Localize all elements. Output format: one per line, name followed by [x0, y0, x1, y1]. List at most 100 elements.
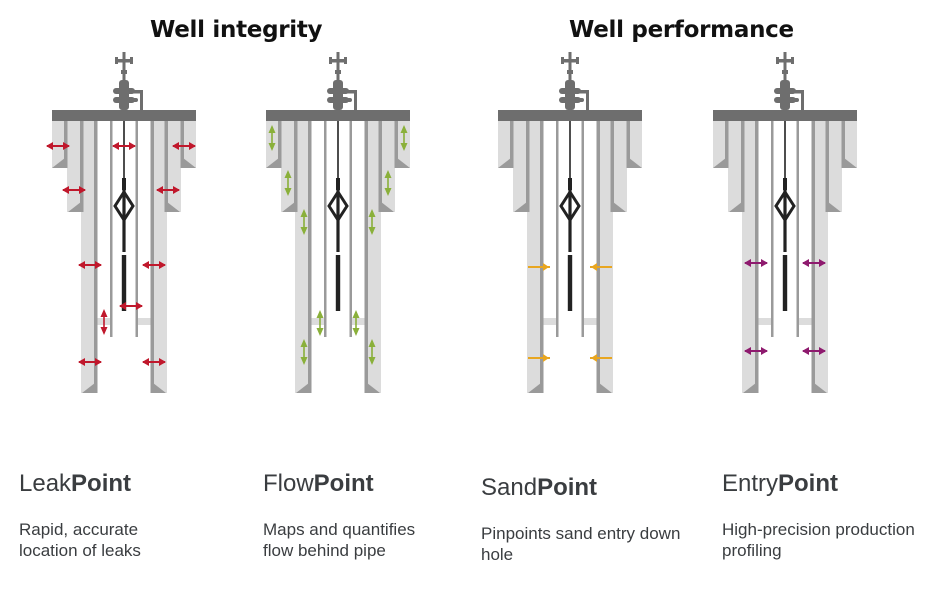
casing-shoe: [180, 156, 196, 168]
casing-shoe: [164, 200, 180, 212]
casing-shoe: [841, 156, 857, 168]
tool-body: [122, 190, 126, 252]
casing-wall: [741, 121, 745, 212]
casing-annulus: [527, 121, 540, 393]
casing-shoe: [498, 156, 514, 168]
product-flowpoint: FlowPoint Maps and quantifies flow behin…: [263, 470, 443, 561]
double-arrow-icon: [78, 358, 102, 366]
well-integrity-heading: Well integrity: [150, 17, 323, 43]
double-arrow-icon: [172, 142, 196, 150]
casing-annulus: [281, 121, 294, 212]
casing-annulus: [728, 121, 741, 212]
tool-sensor: [335, 255, 341, 311]
double-arrow-icon: [590, 354, 612, 362]
double-arrow-icon: [156, 186, 180, 194]
casing-wall: [180, 121, 184, 168]
wellhead-deck: [52, 110, 196, 121]
christmas-tree-icon: [327, 52, 357, 110]
product-sandpoint: SandPoint Pinpoints sand entry down hole: [481, 474, 706, 565]
double-arrow-icon: [142, 261, 166, 269]
product-name-suffix: Point: [778, 470, 839, 497]
tubing-wall: [324, 121, 327, 337]
casing-wall: [755, 121, 759, 393]
wellhead-deck: [713, 110, 857, 121]
casing-wall: [308, 121, 312, 393]
tool-head: [336, 178, 340, 190]
casing-wall: [811, 121, 815, 393]
tubing-wall: [771, 121, 774, 337]
wellhead-deck: [266, 110, 410, 121]
packer: [758, 318, 771, 325]
product-description: Maps and quantifies flow behind pipe: [263, 520, 416, 560]
casing-shoe: [729, 200, 745, 212]
casing-shoe: [626, 156, 642, 168]
casing-annulus: [382, 121, 395, 212]
casing-annulus: [829, 121, 842, 212]
casing-shoe: [296, 381, 312, 393]
sandpoint-well-diagram: [498, 52, 642, 393]
vertical-double-arrow-icon: [300, 339, 308, 365]
packer: [138, 318, 151, 325]
wireline: [337, 121, 339, 181]
casing-shoe: [150, 381, 166, 393]
product-name: EntryPoint: [722, 470, 942, 498]
product-name-suffix: Point: [71, 470, 132, 497]
casing-wall: [378, 121, 382, 212]
casing-shoe: [610, 200, 626, 212]
vertical-double-arrow-icon: [368, 339, 376, 365]
vertical-double-arrow-icon: [316, 310, 324, 336]
christmas-tree-icon: [113, 52, 143, 110]
casing-wall: [364, 121, 368, 393]
tubing-wall: [796, 121, 799, 337]
vertical-double-arrow-icon: [100, 309, 108, 335]
tubing-wall: [581, 121, 584, 337]
casing-shoe: [743, 381, 759, 393]
casing-wall: [80, 121, 84, 212]
tool-body: [783, 190, 787, 252]
packer: [799, 318, 812, 325]
tubing-wall: [110, 121, 113, 337]
casing-wall: [394, 121, 398, 168]
casing-wall: [278, 121, 282, 168]
well-performance-heading: Well performance: [569, 17, 794, 43]
vertical-double-arrow-icon: [284, 170, 292, 196]
double-arrow-icon: [112, 142, 136, 150]
double-arrow-icon: [802, 347, 826, 355]
product-entrypoint: EntryPoint High-precision production pro…: [722, 470, 942, 561]
double-arrow-icon: [744, 259, 768, 267]
double-arrow-icon: [119, 302, 143, 310]
tool-sensor: [567, 255, 573, 311]
vertical-double-arrow-icon: [368, 209, 376, 235]
vertical-double-arrow-icon: [384, 170, 392, 196]
vertical-double-arrow-icon: [300, 209, 308, 235]
tool-head: [783, 178, 787, 190]
product-name-prefix: Leak: [19, 470, 72, 497]
christmas-tree-icon: [559, 52, 589, 110]
casing-annulus: [513, 121, 526, 212]
casing-shoe: [394, 156, 410, 168]
wireline: [123, 121, 125, 181]
casing-annulus: [368, 121, 381, 393]
casing-annulus: [52, 121, 64, 168]
casing-shoe: [713, 156, 729, 168]
casing-annulus: [742, 121, 755, 393]
tool-body: [336, 190, 340, 252]
tool-head: [122, 178, 126, 190]
product-leakpoint: LeakPoint Rapid, accurate location of le…: [19, 470, 169, 561]
casing-shoe: [825, 200, 841, 212]
casing-shoe: [52, 156, 68, 168]
product-name-prefix: Sand: [481, 474, 538, 501]
double-arrow-icon: [142, 358, 166, 366]
double-arrow-icon: [744, 347, 768, 355]
casing-wall: [164, 121, 168, 212]
casing-shoe: [68, 200, 84, 212]
casing-wall: [510, 121, 514, 168]
casing-shoe: [811, 381, 827, 393]
casing-annulus: [713, 121, 725, 168]
casing-wall: [841, 121, 845, 168]
casing-shoe: [266, 156, 282, 168]
casing-wall: [294, 121, 298, 212]
product-name-suffix: Point: [537, 474, 598, 501]
tool-body: [568, 190, 572, 252]
casing-annulus: [168, 121, 181, 212]
